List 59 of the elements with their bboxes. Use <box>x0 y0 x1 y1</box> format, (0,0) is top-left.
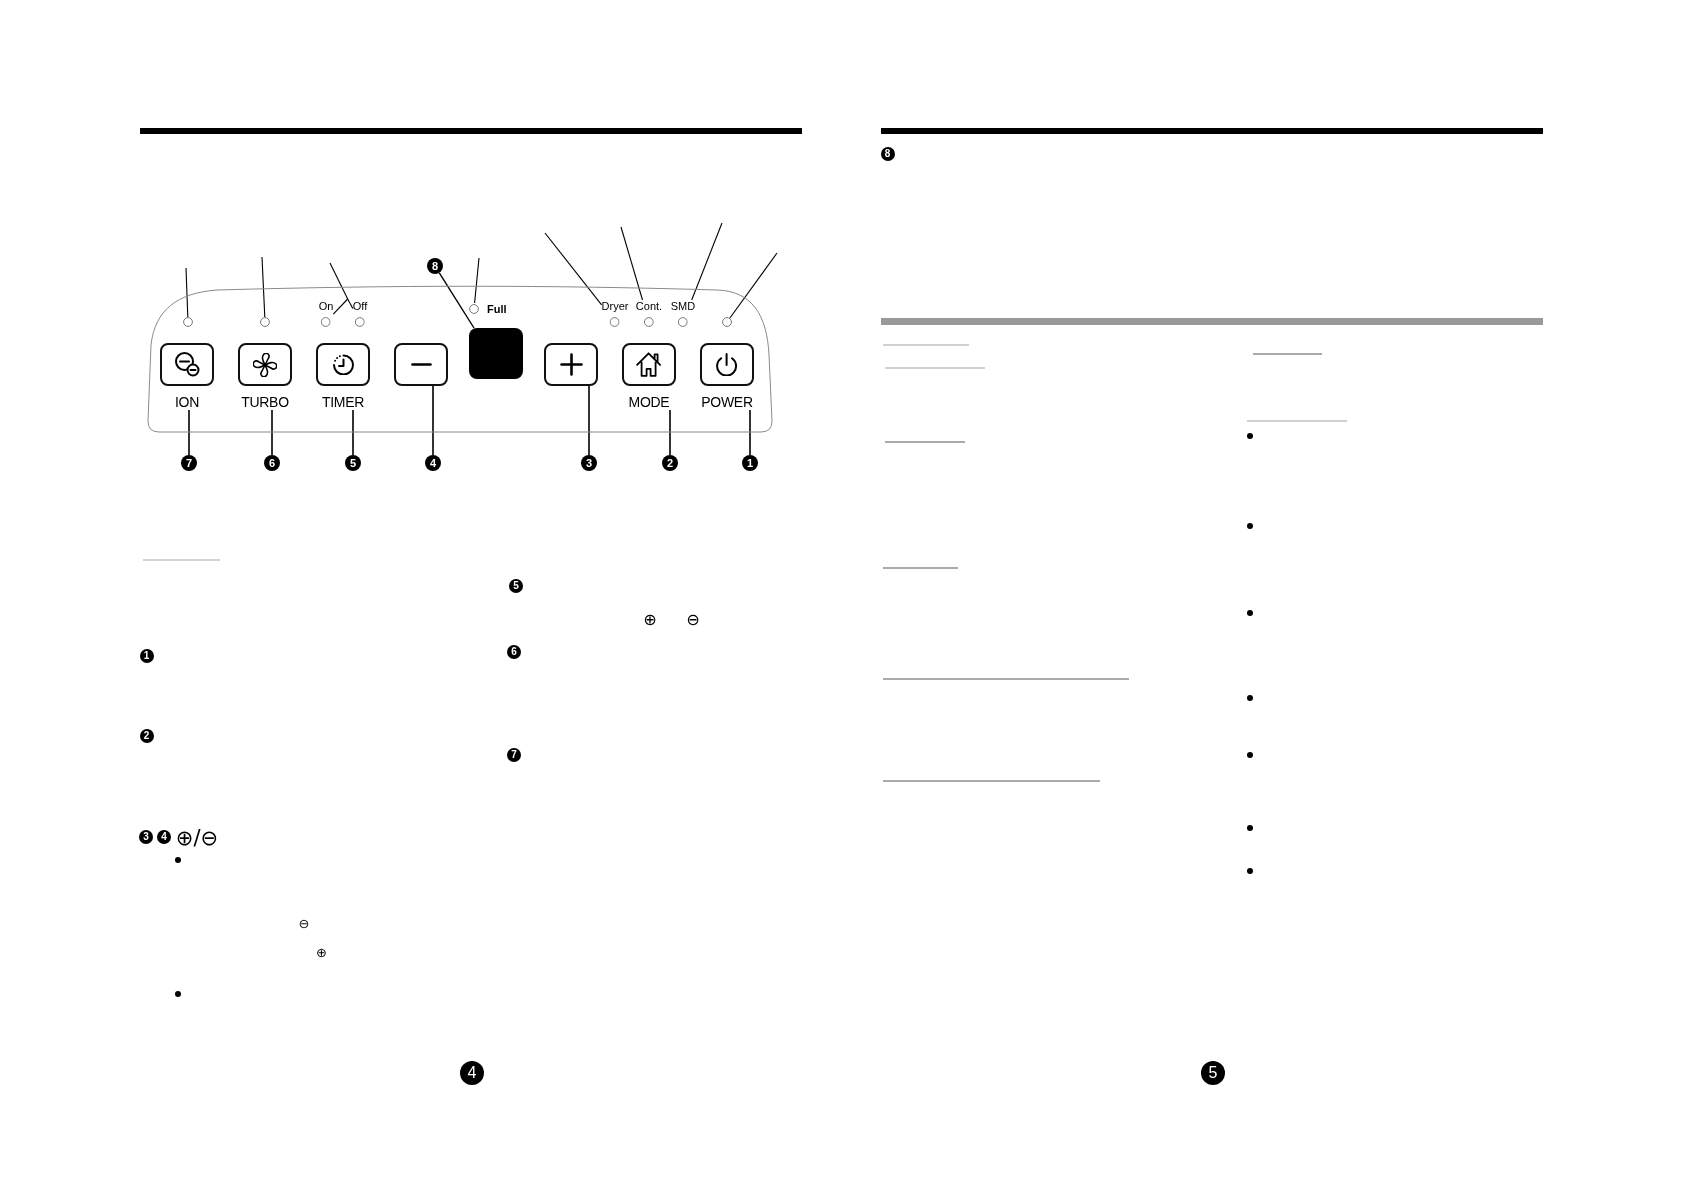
leader-line <box>329 262 349 300</box>
button-label: POWER <box>701 394 753 410</box>
indicator-label: Cont. <box>635 300 663 312</box>
indicator-label: On <box>318 300 334 312</box>
callout-number: 4 <box>157 830 171 844</box>
callout-number: 1 <box>139 649 154 663</box>
panel-button <box>544 343 598 386</box>
callout-number: 5 <box>509 579 523 593</box>
leader-line <box>432 385 434 456</box>
button-label: MODE <box>628 394 670 410</box>
leader-line <box>185 267 189 318</box>
indicator-light-icon <box>260 317 270 327</box>
leader-line <box>544 232 603 306</box>
callout-number: 7 <box>181 455 197 471</box>
leader-line <box>620 226 644 301</box>
callout-number: 1 <box>742 455 758 471</box>
control-panel <box>147 285 774 433</box>
leader-line <box>261 256 266 318</box>
symbol-text: ⊕/⊖ <box>175 827 219 849</box>
callout-number: 2 <box>139 729 154 743</box>
indicator-light-icon <box>722 317 732 327</box>
leader-line <box>669 409 671 456</box>
panel-button <box>394 343 448 386</box>
leader-line <box>588 385 590 456</box>
callout-number: 2 <box>662 455 678 471</box>
callout-number: 8 <box>880 147 895 161</box>
leader-line <box>438 272 475 329</box>
symbol-text: ⊖ <box>686 612 700 628</box>
symbol-text: ⊕ <box>316 945 327 959</box>
leader-line <box>271 409 273 456</box>
leader-line <box>352 409 354 456</box>
leader-line <box>188 409 190 456</box>
indicator-label: Off <box>352 300 368 312</box>
leader-line <box>729 252 778 319</box>
leader-line <box>474 257 480 304</box>
leader-line <box>332 298 349 315</box>
button-label: ION <box>175 394 199 410</box>
leader-line <box>347 298 354 310</box>
indicator-label: SMD <box>670 300 696 312</box>
callout-number: 4 <box>425 455 441 471</box>
callout-number: 6 <box>264 455 280 471</box>
page-number: 5 <box>1201 1061 1225 1085</box>
callout-number: 5 <box>345 455 361 471</box>
callout-number: 3 <box>139 830 153 844</box>
indicator-light-icon <box>183 317 193 327</box>
indicator-label: Dryer <box>601 300 629 312</box>
callout-number: 8 <box>427 258 443 274</box>
indicator-label: Full <box>487 303 507 315</box>
display-screen <box>469 328 523 379</box>
page-number: 4 <box>460 1061 484 1085</box>
callout-number: 7 <box>507 748 521 762</box>
symbol-text: ⊕ <box>643 612 657 628</box>
symbol-text: ⊖ <box>298 916 310 930</box>
leader-line <box>691 222 723 301</box>
leader-line <box>749 409 751 456</box>
button-label: TURBO <box>241 394 289 410</box>
callout-number: 3 <box>581 455 597 471</box>
callout-number: 6 <box>507 645 521 659</box>
button-label: TIMER <box>321 394 365 410</box>
